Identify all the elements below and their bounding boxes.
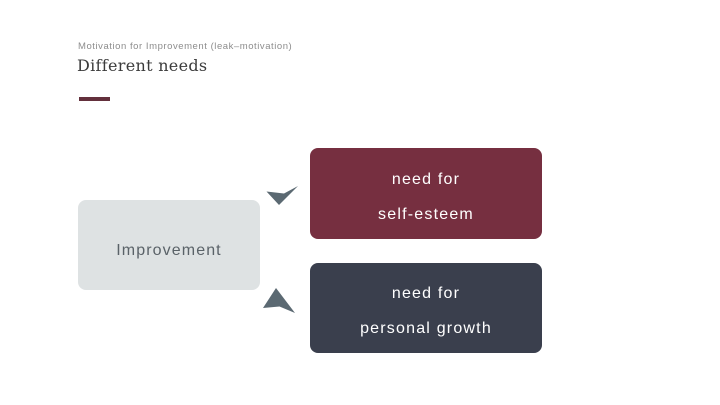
need-self-esteem-line1: need for xyxy=(391,170,461,188)
arrowhead-to-personal-growth-icon xyxy=(263,288,295,313)
need-self-esteem-line2: self-esteem xyxy=(378,205,474,223)
title-accent-line xyxy=(79,97,110,101)
need-personal-growth-line1: need for xyxy=(391,285,461,302)
improvement-box-label: Improvement xyxy=(116,242,222,259)
slide-eyebrow-text: Motivation for Improvement (leak–motivat… xyxy=(78,41,293,52)
need-personal-growth-box: need for personal growth xyxy=(310,263,542,353)
arrowhead-to-self-esteem-icon xyxy=(266,186,298,205)
slide-title: Different needs xyxy=(77,56,208,75)
need-self-esteem-box: need for self-esteem xyxy=(310,148,542,239)
improvement-box: Improvement xyxy=(78,200,260,290)
need-personal-growth-line2: personal growth xyxy=(360,320,492,337)
